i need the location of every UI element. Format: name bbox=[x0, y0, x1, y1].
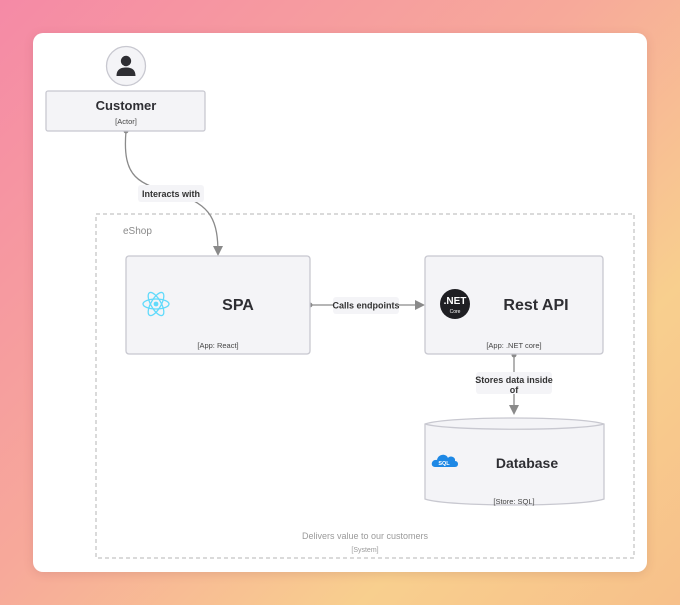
node-db-name: Database bbox=[496, 455, 558, 471]
dotnet-icon-subtext: Core bbox=[450, 309, 461, 315]
edge-customer-spa[interactable]: Interacts with bbox=[123, 128, 223, 256]
dotnet-core-icon: .NET Core bbox=[440, 289, 470, 319]
edge-label-stores-data: Stores data inside bbox=[475, 375, 553, 385]
sql-icon-text: SQL bbox=[438, 461, 450, 467]
edge-api-db[interactable]: Stores data inside of bbox=[475, 352, 553, 415]
node-database[interactable]: SQL Database [Store: SQL] bbox=[424, 417, 605, 506]
node-api-name: Rest API bbox=[503, 297, 568, 314]
boundary-description: Delivers value to our customers bbox=[302, 531, 429, 541]
system-boundary: eShop Delivers value to our customers [S… bbox=[95, 213, 635, 559]
edge-spa-api[interactable]: Calls endpoints bbox=[307, 297, 425, 314]
edge-label-calls-endpoints: Calls endpoints bbox=[332, 301, 399, 311]
edge-label-interacts-with: Interacts with bbox=[142, 189, 200, 199]
node-spa-name: SPA bbox=[222, 297, 254, 314]
actor-customer[interactable]: Customer [Actor] bbox=[45, 45, 206, 132]
dotnet-icon-text: .NET bbox=[444, 296, 467, 307]
node-db-tech: [Store: SQL] bbox=[493, 497, 534, 506]
node-spa-tech: [App: React] bbox=[197, 341, 238, 350]
actor-type: [Actor] bbox=[115, 117, 137, 126]
boundary-type: [System] bbox=[351, 547, 378, 554]
azure-sql-icon: SQL bbox=[431, 454, 458, 467]
react-icon bbox=[142, 291, 170, 317]
boundary-label: eShop bbox=[123, 226, 152, 237]
node-api-tech: [App: .NET core] bbox=[486, 341, 541, 350]
node-spa[interactable]: SPA [App: React] bbox=[125, 255, 311, 355]
edge-label-stores-data-of: of bbox=[510, 385, 519, 395]
person-icon bbox=[105, 45, 147, 87]
node-rest-api[interactable]: .NET Core Rest API [App: .NET core] bbox=[424, 255, 604, 355]
actor-name: Customer bbox=[96, 98, 157, 113]
